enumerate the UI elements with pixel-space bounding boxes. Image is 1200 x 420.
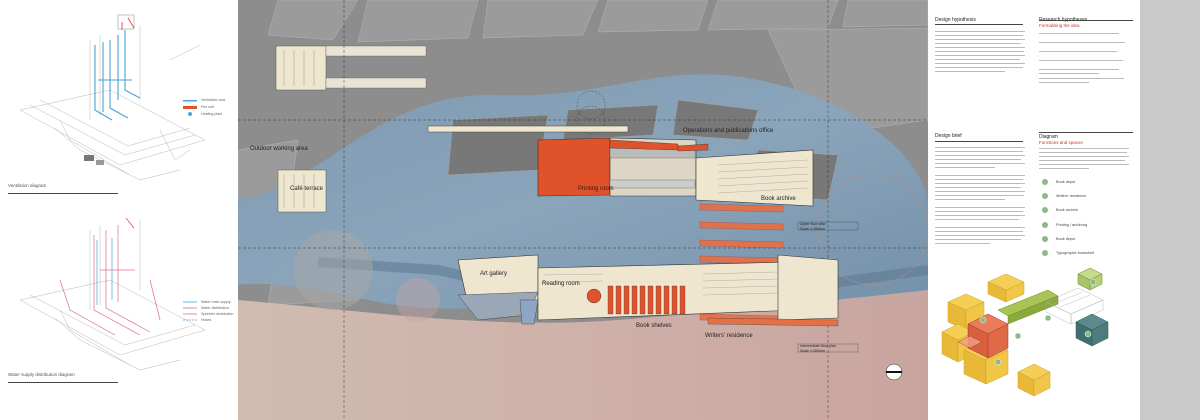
ventilation-rule [8,193,118,194]
diagram-legend-item: Book depot [1042,179,1075,185]
water-caption: Water supply distribution diagram [8,372,75,377]
water-legend-2: Water distribution [201,306,229,310]
section-research-hypotheses-subtitle: Formalising the idea [1039,23,1080,28]
label-printing-room: Printing room [578,186,614,192]
north-arrow-icon [886,364,902,380]
water-legend-1: Water main supply [201,300,231,304]
functions-axonometric-diagram [941,267,1109,397]
legend-dot-icon [1042,179,1048,185]
water-legend-4: Hoses [201,318,212,322]
ventilation-legend-1: Ventilation duct [201,98,226,102]
label-reading-room: Reading room [542,281,580,287]
ventilation-legend-2: Fire unit [201,105,214,109]
section-diagram-title: Diagram [1039,134,1058,140]
label-outdoor-working-area: Outdoor working area [250,146,308,152]
section-1-rule [935,24,1023,25]
section-4-text [1039,148,1131,174]
site-plan-drawing [238,0,928,420]
legend-dot-icon [1042,222,1048,228]
diagram-legend-item: Book archive [1042,207,1078,213]
label-writers-residence: Writers' residence [705,333,753,339]
label-book-archive: Book archive [761,196,796,202]
water-supply-diagram [19,217,206,371]
diagram-legend-item: Writers' residence [1042,193,1086,199]
lower-plan-title: Intermediate floor plan [800,344,836,348]
left-panel: Ventilation duct Fire unit Heating plant… [0,0,238,420]
ventilation-diagram [19,14,206,181]
legend-dot-icon [1042,250,1048,256]
section-3-rule [935,141,1023,142]
ventilation-caption: Ventilation diagram [8,183,47,188]
upper-plan-scale: Scale 1:200mm [800,227,825,231]
label-art-gallery: Art gallery [480,271,508,277]
legend-dot-icon [1042,193,1048,199]
section-diagram-subtitle: Functions and spaces [1039,140,1083,145]
section-1-text [935,31,1027,81]
section-2-text [1039,33,1131,113]
diagram-legend-item: Book depot [1042,236,1075,242]
right-panel: Design hypothesis Research hypotheses Fo… [928,0,1140,420]
lower-plan-scale: Scale 1:200mm [800,349,825,353]
diagram-legend-item: Printing / archiving [1042,222,1087,228]
water-legend-3: Sprinkler distribution [201,312,234,316]
site-plan: Outdoor working area Café terrace Operat… [238,0,928,420]
section-2-rule [1039,20,1133,21]
sheet-margin-strip [1140,0,1200,420]
section-design-hypothesis-title: Design hypothesis [935,17,976,23]
legend-dot-icon [1042,236,1048,242]
diagram-legend-item: Typographic bookshelf [1042,250,1094,256]
label-book-shelves: Book shelves [636,323,672,329]
label-operations-office: Operations and publications office [683,128,774,134]
section-3-text [935,147,1027,257]
legend-dot-icon [1042,207,1048,213]
upper-plan-title: Upper floor plan [800,222,826,226]
section-4-rule [1039,132,1133,133]
label-cafe-terrace: Café terrace [290,186,324,192]
ventilation-legend-3: Heating plant [201,112,223,116]
water-rule [8,382,118,383]
section-design-brief-title: Design brief [935,133,962,139]
